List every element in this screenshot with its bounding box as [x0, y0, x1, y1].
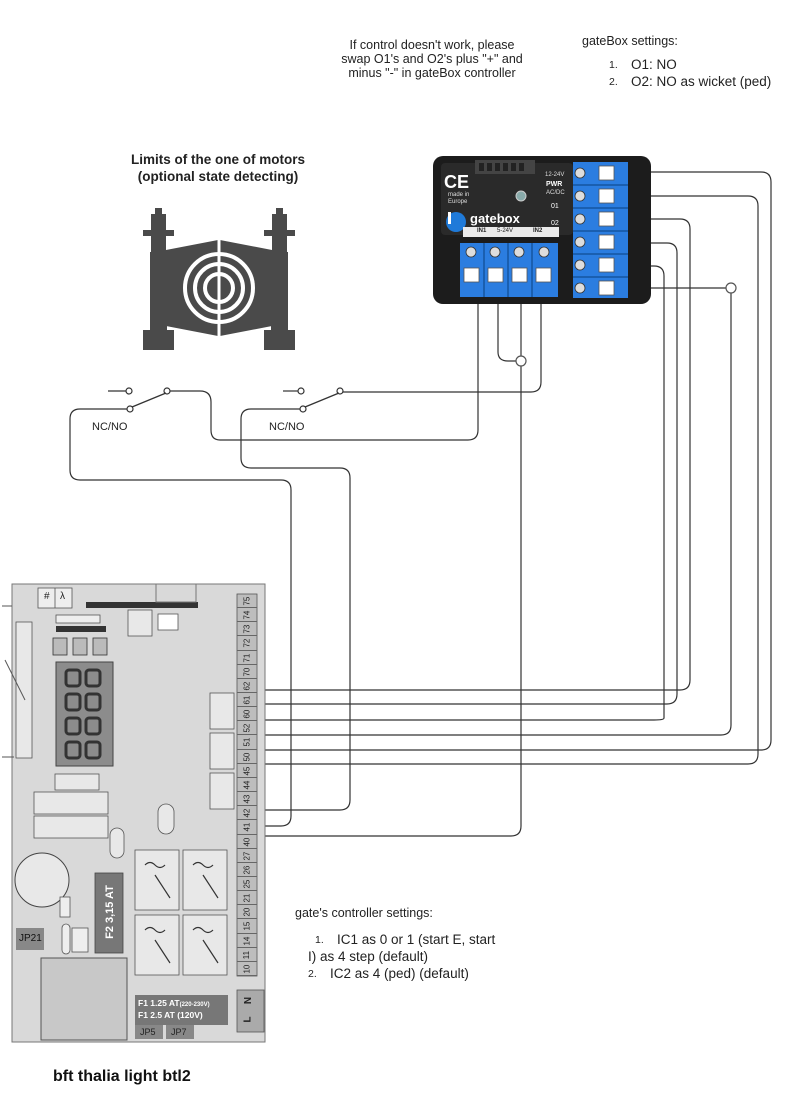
voltage-label: 12-24V: [545, 172, 565, 178]
terminal-number: 70: [237, 665, 257, 679]
terminal-number: 73: [237, 622, 257, 637]
terminal-number: 75: [237, 594, 257, 609]
gatebox-setting-text: O2: NO as wicket (ped): [631, 74, 772, 89]
gate-limits-icon: [143, 208, 295, 350]
controller-settings-title: gate's controller settings:: [295, 906, 433, 920]
terminal-number: 52: [237, 721, 257, 736]
europe-label: Europe: [448, 199, 468, 205]
terminal-number: 11: [237, 948, 257, 962]
controller-setting-text: IC2 as 4 (ped) (default): [330, 966, 469, 981]
o1-label: 01: [551, 203, 559, 210]
controller-setting-text-cont: I) as 4 step (default): [308, 949, 429, 964]
terminal-number: 60: [237, 707, 257, 722]
fuse-f2-label: F2 3,15 AT: [104, 885, 116, 939]
fuse-f1-label: F1 1.25 AT(220-230V): [138, 998, 210, 1008]
swap-warning-line-3: minus "-" in gateBox controller: [348, 66, 516, 80]
board-lambda-label: λ: [60, 591, 65, 602]
terminal-number: 14: [237, 934, 257, 948]
terminal-number: 25: [237, 877, 257, 892]
controller-setting-item: 1.IC1 as 0 or 1 (start E, start: [315, 932, 496, 947]
terminal-number: 15: [237, 919, 257, 934]
switch-label-2: NC/NO: [269, 421, 305, 433]
terminal-number: 44: [237, 778, 257, 793]
gatebox-device: [433, 156, 651, 304]
limits-title: Limits of the one of motors (optional st…: [103, 151, 333, 185]
gatebox-settings-title: gateBox settings:: [582, 34, 678, 48]
wires: [69, 171, 772, 837]
fuse-f1-main: F1 1.25 AT: [138, 998, 180, 1008]
pwr-label: PWR: [546, 181, 563, 188]
acdc-label: AC/DC: [546, 190, 565, 196]
o2-label: 02: [551, 220, 559, 227]
terminal-number: 21: [237, 891, 257, 906]
in1-label: IN1: [477, 228, 487, 234]
terminal-number: 74: [237, 608, 257, 623]
terminal-number: 50: [237, 750, 257, 764]
limits-title-line-2: (optional state detecting): [137, 169, 299, 184]
terminal-number: 51: [237, 735, 257, 750]
jp21-label: JP21: [19, 933, 42, 944]
junction-node: [515, 355, 527, 367]
terminal-number: 62: [237, 679, 257, 694]
controller-setting-text: IC1 as 0 or 1 (start E, start: [337, 932, 496, 947]
terminal-number: 43: [237, 792, 257, 807]
gatebox-setting-item: 1.O1: NO: [609, 57, 677, 72]
terminal-number: 27: [237, 849, 257, 863]
fuse-f1-120-label: F1 2.5 AT (120V): [138, 1010, 203, 1020]
terminal-n-label: N: [243, 996, 255, 1005]
board-hash-label: #: [44, 591, 50, 602]
terminal-number: 20: [237, 905, 257, 920]
terminal-number: 41: [237, 820, 257, 835]
fuse-f1-small: (220-230V): [179, 1002, 210, 1008]
in-voltage-label: 5-24V: [497, 228, 514, 234]
gatebox-setting-item: 2.O2: NO as wicket (ped): [609, 74, 772, 89]
swap-warning-line-2: swap O1's and O2's plus "+" and: [341, 52, 523, 66]
terminal-number: 71: [237, 651, 257, 665]
gatebox-setting-text: O1: NO: [631, 57, 677, 72]
controller-setting-item-cont: I) as 4 step (default): [308, 948, 555, 965]
controller-board: [2, 583, 266, 1043]
jp5-label: JP5: [140, 1027, 156, 1037]
jp7-label: JP7: [171, 1027, 187, 1037]
terminal-number: 10: [237, 962, 257, 976]
terminal-l-label: L: [242, 1016, 254, 1023]
junction-node: [725, 282, 737, 294]
swap-warning-note: If control doesn't work, please swap O1'…: [322, 38, 542, 80]
terminal-number: 42: [237, 806, 257, 821]
switch-label-1: NC/NO: [92, 421, 128, 433]
terminal-number: 26: [237, 863, 257, 877]
gatebox-settings: gateBox settings: 1.O1: NO 2.O2: NO as w…: [582, 34, 797, 90]
made-in-label: made in: [448, 192, 470, 198]
controller-settings: gate's controller settings: 1.IC1 as 0 o…: [295, 906, 555, 982]
terminal-number: 61: [237, 693, 257, 708]
terminal-number: 40: [237, 835, 257, 849]
terminal-number: 45: [237, 764, 257, 778]
limit-switch-1: [108, 387, 171, 413]
terminal-number: 72: [237, 636, 257, 651]
board-caption: bft thalia light btl2: [53, 1068, 191, 1085]
ce-mark: CE: [444, 172, 470, 192]
gatebox-logo: gatebox: [470, 211, 520, 226]
controller-setting-item: 2.IC2 as 4 (ped) (default): [308, 966, 469, 981]
in2-label: IN2: [533, 228, 543, 234]
limit-switch-2: [283, 387, 344, 413]
limits-title-line-1: Limits of the one of motors: [131, 152, 305, 167]
swap-warning-line-1: If control doesn't work, please: [349, 38, 515, 52]
